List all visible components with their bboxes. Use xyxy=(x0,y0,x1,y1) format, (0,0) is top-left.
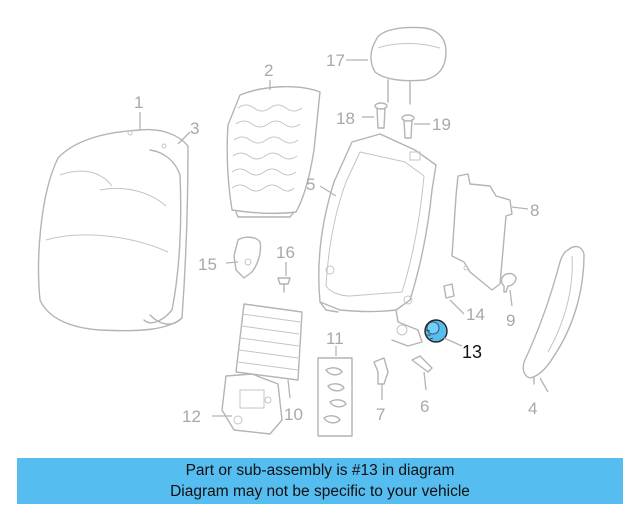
label-part-17: 17 xyxy=(326,51,345,70)
part-13-recliner-knob xyxy=(424,319,448,343)
part-1-seatback-cover xyxy=(37,128,189,332)
label-part-1: 1 xyxy=(134,93,143,112)
label-part-6: 6 xyxy=(420,397,429,416)
label-part-12: 12 xyxy=(182,407,201,426)
part-14-trim-strip xyxy=(443,283,455,299)
part-10-lumbar-support xyxy=(235,303,303,381)
part-8-panel xyxy=(451,173,513,291)
label-part-5: 5 xyxy=(306,175,315,194)
part-12-mechanism xyxy=(221,373,283,435)
label-part-15: 15 xyxy=(198,255,217,274)
label-part-9: 9 xyxy=(506,311,515,330)
label-part-18: 18 xyxy=(336,109,355,128)
part-19-headrest-guide xyxy=(401,114,415,139)
leader-lines xyxy=(139,59,549,417)
part-7-clip xyxy=(373,357,389,385)
part-17-headrest xyxy=(370,26,447,105)
label-part-2: 2 xyxy=(264,61,273,80)
part-9-clip xyxy=(500,272,517,293)
label-part-14: 14 xyxy=(466,305,485,324)
caption-disclaimer-line: Diagram may not be specific to your vehi… xyxy=(170,483,470,500)
part-16-bolt xyxy=(277,277,291,293)
label-part-8: 8 xyxy=(530,201,539,220)
part-6-bolt xyxy=(411,355,433,373)
label-part-3: 3 xyxy=(190,119,199,138)
part-15-bracket xyxy=(233,236,262,279)
label-part-4: 4 xyxy=(528,399,537,418)
label-part-10: 10 xyxy=(284,405,303,424)
part-2-seatback-pad xyxy=(226,86,321,218)
label-part-19: 19 xyxy=(432,115,451,134)
part-18-headrest-guide xyxy=(374,102,388,129)
label-part-13: 13 xyxy=(462,342,482,362)
label-part-7: 7 xyxy=(376,405,385,424)
part-5-seatback-frame xyxy=(318,133,437,347)
label-part-11: 11 xyxy=(326,329,344,348)
part-11-hardware-kit xyxy=(317,357,353,437)
diagram-caption-banner: Part or sub-assembly is #13 in diagram D… xyxy=(17,458,623,504)
caption-part-line: Part or sub-assembly is #13 in diagram xyxy=(185,462,455,479)
seat-parts-diagram: 1 2 3 4 5 6 7 8 9 10 11 12 13 14 15 16 1… xyxy=(37,26,585,437)
part-4-side-trim xyxy=(522,245,585,385)
label-part-16: 16 xyxy=(276,243,295,262)
